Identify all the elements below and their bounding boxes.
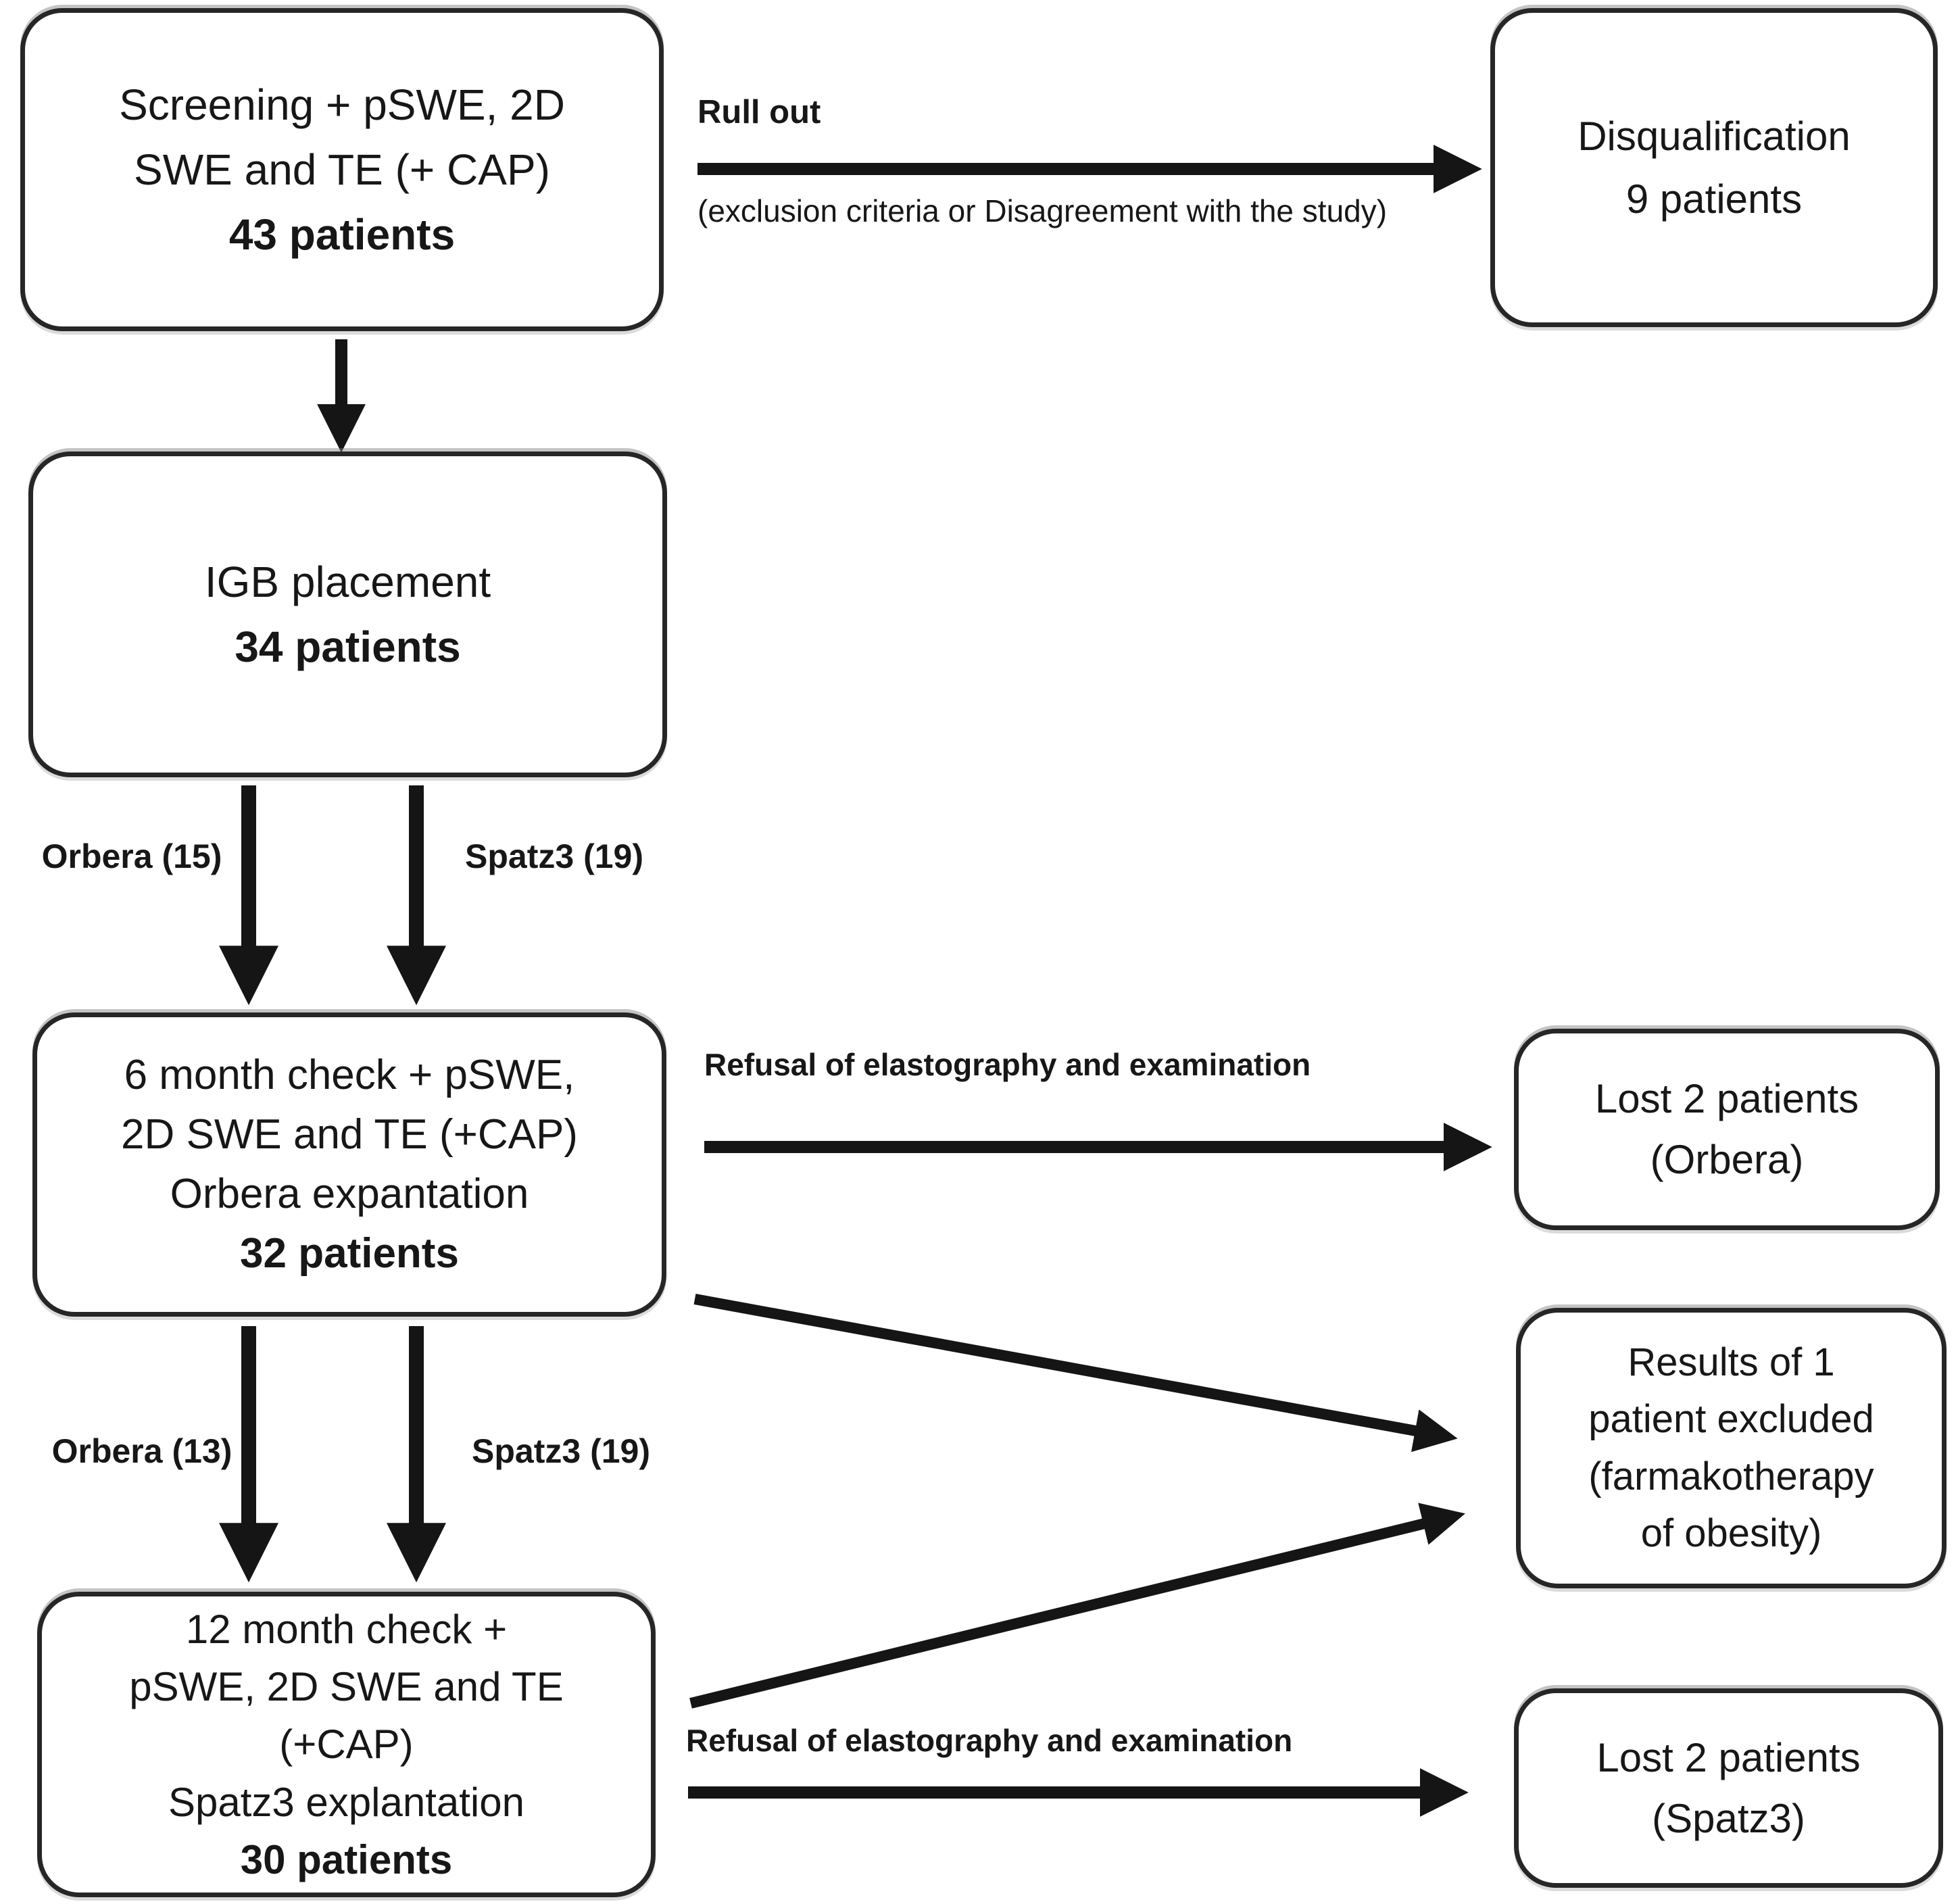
igb-placement-box-count: 34 patients — [235, 623, 461, 671]
lost-spatz3-box-text: Lost 2 patients (Spatz3) — [1596, 1734, 1861, 1841]
twelve-month-check-box-count: 30 patients — [240, 1836, 453, 1882]
screening-box-count: 43 patients — [228, 210, 456, 259]
screening-box-text: Screening + pSWE, 2D SWE and TE (+ CAP) — [119, 80, 565, 194]
twelve-month-check-box: 12 month check + pSWE, 2D SWE and TE (+C… — [37, 1592, 656, 1897]
rull-out-label-title: Rull out — [697, 94, 821, 131]
six-month-check-box: 6 month check + pSWE, 2D SWE and TE (+CA… — [32, 1012, 666, 1317]
lost-orbera-box: Lost 2 patients (Orbera) — [1514, 1029, 1940, 1230]
refusal-bottom-label: Refusal of elastography and examination — [686, 1723, 1293, 1758]
arrow-6month-to-results-excluded — [693, 1294, 1458, 1453]
twelve-month-check-box-text: 12 month check + pSWE, 2D SWE and TE (+C… — [129, 1607, 564, 1825]
igb-placement-box-text: IGB placement — [204, 558, 491, 606]
spatz3-19-top-label: Spatz3 (19) — [465, 837, 643, 875]
results-excluded-box-text: Results of 1 patient excluded (farmakoth… — [1588, 1340, 1874, 1555]
disqualification-box-text: Disqualification 9 patients — [1577, 114, 1851, 222]
orbera-15-label: Orbera (15) — [41, 837, 222, 875]
rull-out-label-subtitle: (exclusion criteria or Disagreement with… — [697, 193, 1388, 228]
arrow-12month-to-results-excluded — [689, 1503, 1465, 1709]
spatz3-19-bottom-label: Spatz3 (19) — [472, 1432, 650, 1470]
results-excluded-box: Results of 1 patient excluded (farmakoth… — [1516, 1308, 1947, 1588]
disqualification-box: Disqualification 9 patients — [1490, 8, 1938, 327]
six-month-check-box-count: 32 patients — [240, 1230, 459, 1277]
refusal-top-label: Refusal of elastography and examination — [704, 1047, 1311, 1082]
screening-box: Screening + pSWE, 2D SWE and TE (+ CAP) … — [20, 8, 664, 331]
lost-orbera-box-text: Lost 2 patients (Orbera) — [1594, 1076, 1859, 1182]
rull-out-label: Rull out (exclusion criteria or Disagree… — [697, 39, 1387, 235]
igb-placement-box: IGB placement 34 patients — [28, 451, 667, 777]
lost-spatz3-box: Lost 2 patients (Spatz3) — [1514, 1688, 1943, 1888]
orbera-13-label: Orbera (13) — [51, 1432, 232, 1470]
six-month-check-box-text: 6 month check + pSWE, 2D SWE and TE (+CA… — [121, 1051, 578, 1217]
